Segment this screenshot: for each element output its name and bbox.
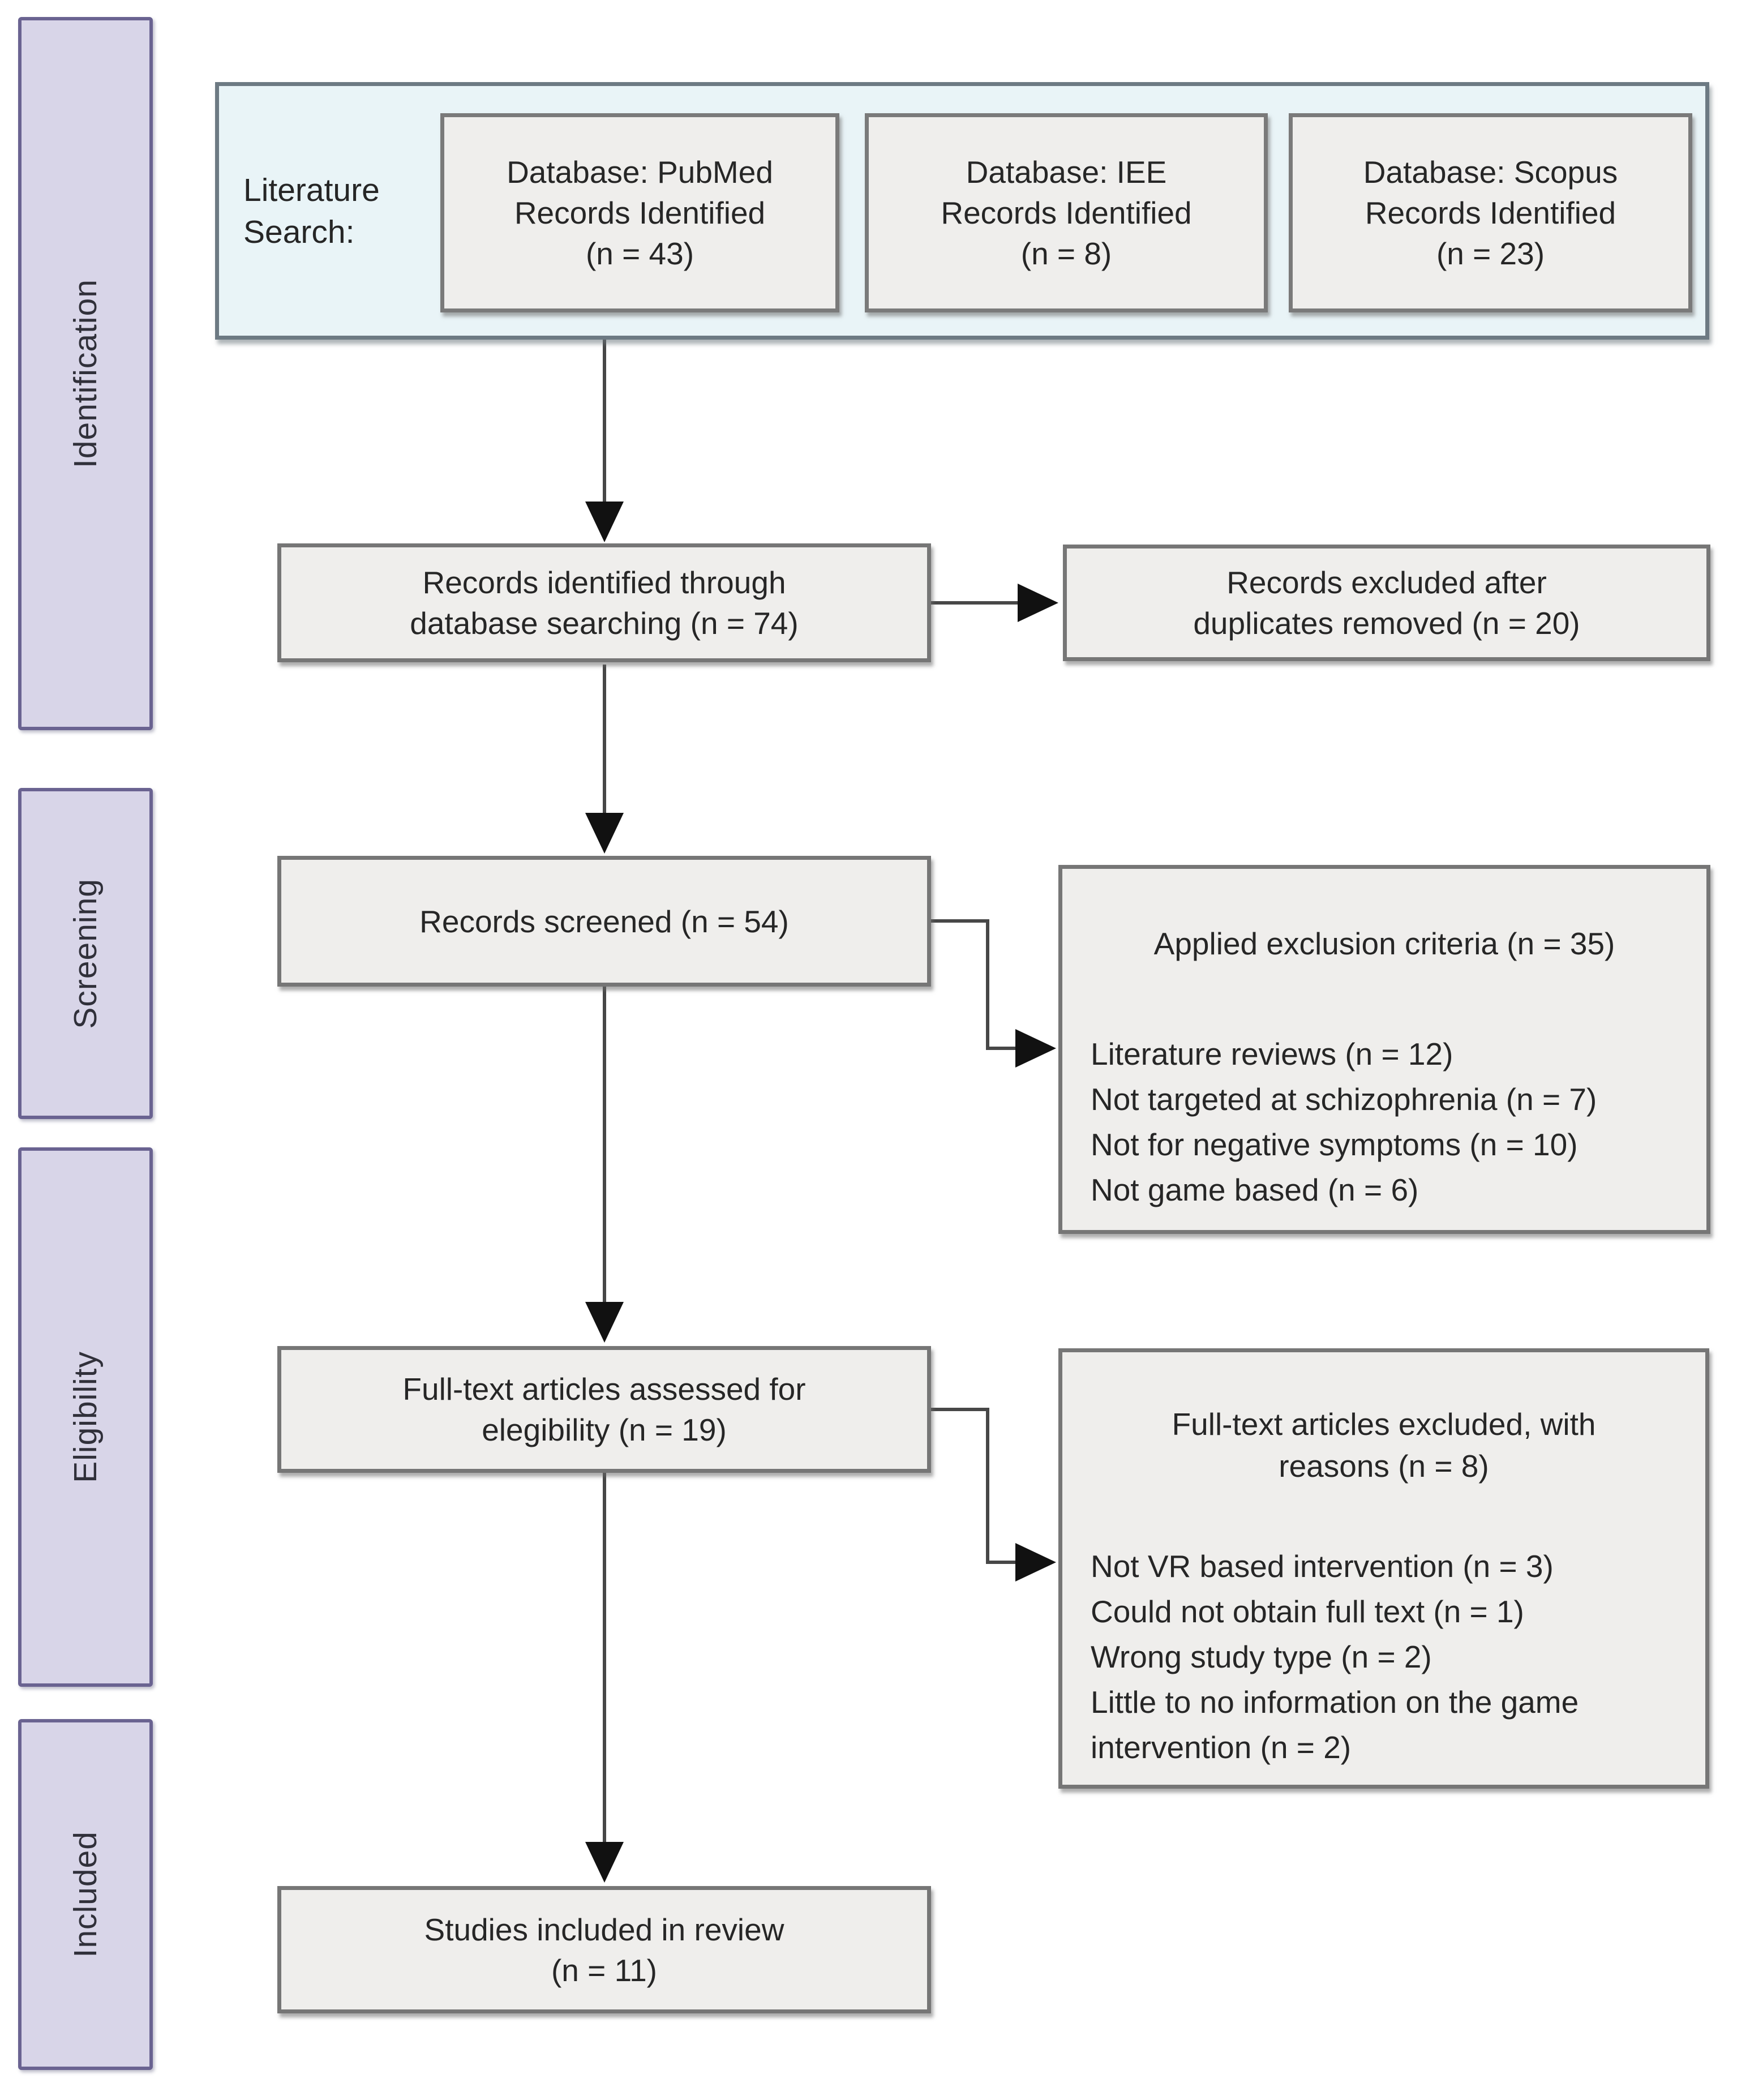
elbow-screened-to-exclusions-line [931,919,1016,1050]
fulltext-excluded-item: Could not obtain full text (n = 1) [1091,1594,1524,1629]
stage-bar-screening: Screening [18,788,153,1119]
elbow-fulltext-to-excluded-line [931,1408,1016,1564]
database-box-iee: Database: IEE Records Identified (n = 8) [865,113,1268,312]
exclusion-criteria-title: Applied exclusion criteria (n = 35) [1153,926,1615,961]
stage-bar-eligibility: Eligibility [18,1147,153,1687]
arrowhead-right-icon [1015,1029,1056,1068]
fulltext-excluded-item: Wrong study type (n = 2) [1091,1639,1432,1674]
stage-label-identification: Identification [67,278,104,469]
arrowhead-right-icon [1015,1543,1056,1582]
arrowhead-down-icon [585,813,624,854]
stage-label-eligibility: Eligibility [67,1351,104,1483]
box-records-screened: Records screened (n = 54) [277,856,931,987]
database-box-scopus: Database: Scopus Records Identified (n =… [1289,113,1692,312]
stage-label-screening: Screening [67,878,104,1029]
arrowhead-down-icon [585,502,624,542]
stage-bar-identification: Identification [18,17,153,730]
database-box-pubmed: Database: PubMed Records Identified (n =… [440,113,839,312]
exclusion-criteria-item: Not for negative symptoms (n = 10) [1091,1127,1578,1162]
box-fulltext-excluded: Full-text articles excluded, with reason… [1058,1348,1709,1789]
fulltext-excluded-title: Full-text articles excluded, with reason… [1172,1407,1596,1484]
fulltext-excluded-item: Little to no information on the game int… [1091,1685,1579,1765]
exclusion-criteria-item: Not game based (n = 6) [1091,1172,1419,1207]
box-studies-included: Studies included in review (n = 11) [277,1886,931,2013]
box-duplicates-excluded: Records excluded after duplicates remove… [1063,545,1710,661]
arrowhead-right-icon [1018,584,1058,622]
box-fulltext-assessed: Full-text articles assessed for elegibil… [277,1346,931,1473]
exclusion-criteria-item: Not targeted at schizophrenia (n = 7) [1091,1082,1597,1117]
arrowhead-down-icon [585,1842,624,1883]
literature-search-label: Literature Search: [243,172,380,250]
arrowhead-down-icon [585,1302,624,1343]
fulltext-excluded-item: Not VR based intervention (n = 3) [1091,1549,1554,1584]
exclusion-criteria-item: Literature reviews (n = 12) [1091,1036,1453,1072]
stage-label-included: Included [67,1831,104,1958]
stage-bar-included: Included [18,1719,153,2070]
box-records-identified: Records identified through database sear… [277,543,931,662]
box-applied-exclusion-criteria: Applied exclusion criteria (n = 35) Lite… [1058,865,1710,1234]
